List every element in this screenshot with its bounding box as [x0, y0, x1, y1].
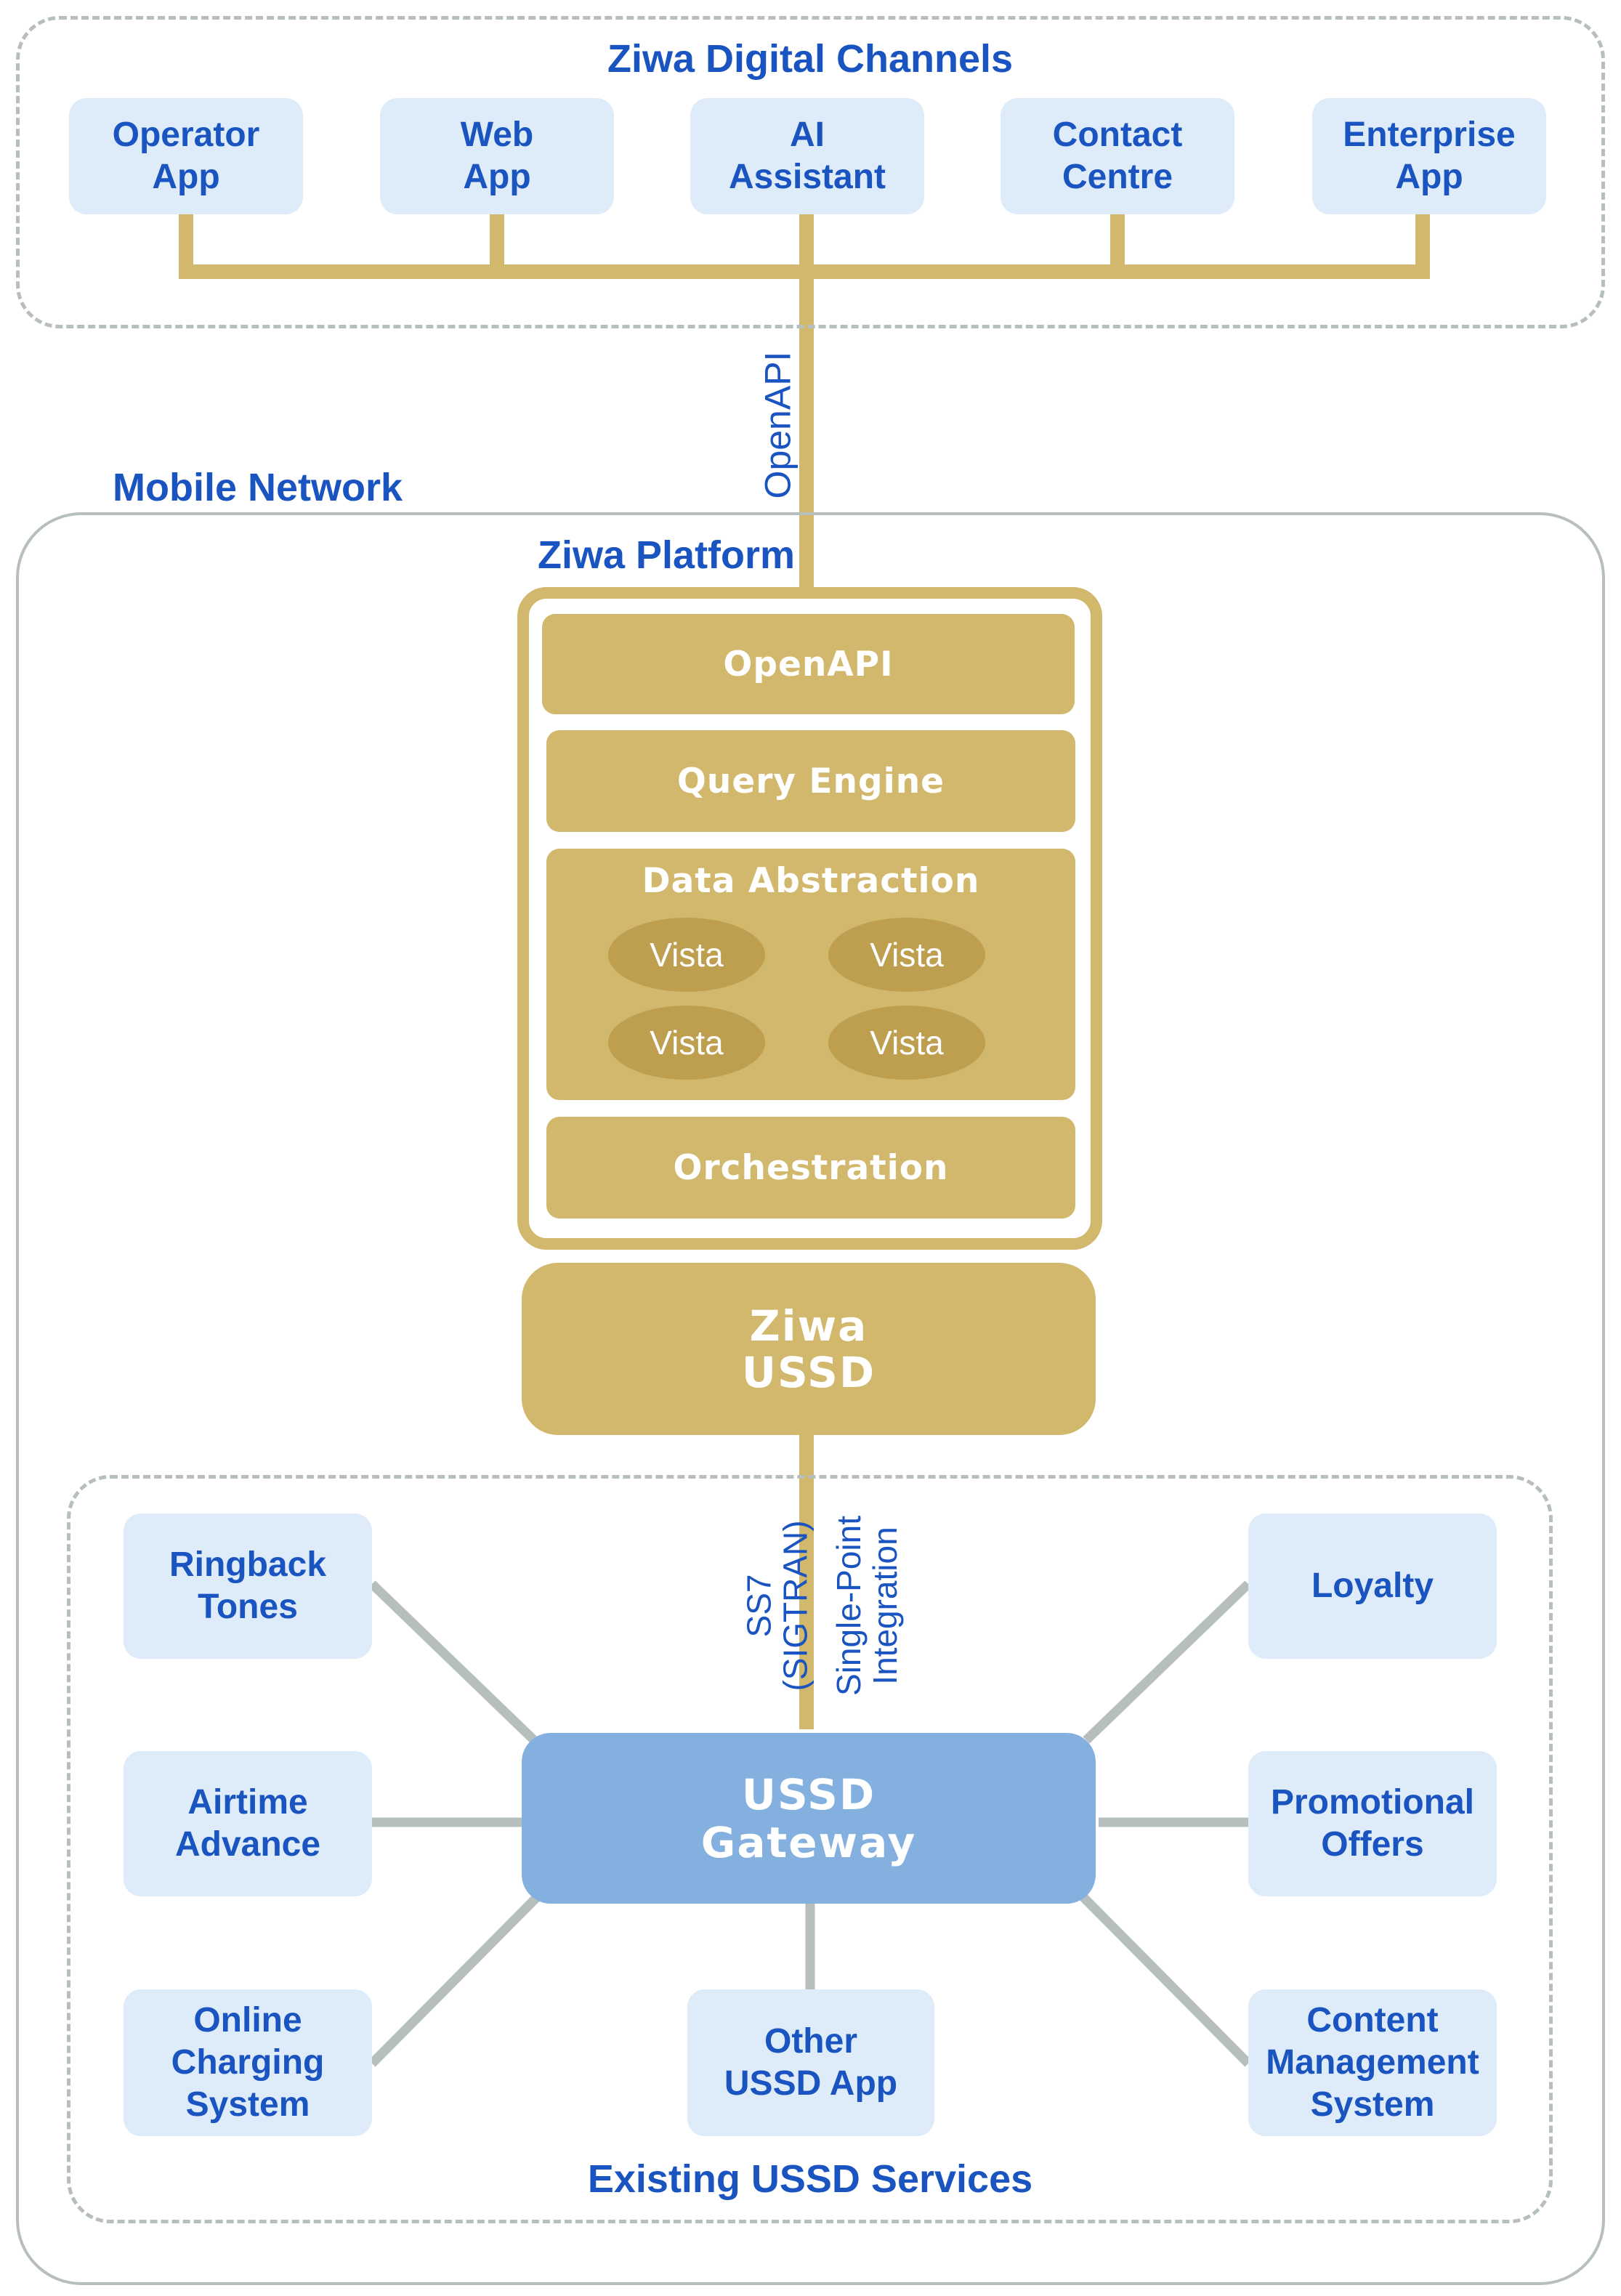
- service-airtime-advance: Airtime Advance: [124, 1751, 372, 1896]
- vista-node: Vista: [608, 1006, 765, 1080]
- digital-channels-title: Ziwa Digital Channels: [607, 37, 1014, 81]
- ziwa-platform-title: Ziwa Platform: [538, 533, 796, 577]
- service-loyalty: Loyalty: [1248, 1513, 1497, 1659]
- data-abstraction-title: Data Abstraction: [642, 861, 980, 901]
- existing-services-frame: [67, 1475, 1553, 2223]
- service-promotional-offers: Promotional Offers: [1248, 1751, 1497, 1896]
- channel-operator-app: Operator App: [69, 98, 303, 214]
- mobile-network-title: Mobile Network: [113, 466, 403, 509]
- ussd-gateway: USSD Gateway: [522, 1733, 1096, 1904]
- service-ringback-tones: Ringback Tones: [124, 1513, 372, 1659]
- mobile-network-frame: [16, 512, 1605, 2285]
- ziwa-ussd: Ziwa USSD: [522, 1263, 1096, 1435]
- query-engine-layer: Query Engine: [546, 730, 1075, 832]
- channel-web-app: Web App: [380, 98, 614, 214]
- existing-services-title: Existing USSD Services: [587, 2157, 1033, 2201]
- service-links: [368, 1580, 1252, 2067]
- vista-node: Vista: [828, 1006, 985, 1080]
- vista-node: Vista: [828, 918, 985, 992]
- vista-node: Vista: [608, 918, 765, 992]
- orchestration-layer: Orchestration: [546, 1117, 1075, 1218]
- service-online-charging-system: Online Charging System: [124, 1989, 372, 2136]
- openapi-link-label-wrap: OpenAPI: [698, 352, 857, 499]
- channel-enterprise-app: Enterprise App: [1312, 98, 1546, 214]
- single-point-label-wrap: Single-Point Integration: [754, 1516, 979, 1696]
- channel-ai-assistant: AI Assistant: [690, 98, 924, 214]
- digital-channels-frame: [16, 16, 1605, 328]
- single-point-label: Single-Point Integration: [829, 1515, 904, 1697]
- channel-contact-centre: Contact Centre: [1001, 98, 1234, 214]
- openapi-layer: OpenAPI: [542, 614, 1075, 714]
- channel-bus: [179, 211, 1430, 1729]
- openapi-link-label: OpenAPI: [757, 351, 798, 499]
- service-other-ussd-app: Other USSD App: [687, 1989, 934, 2136]
- service-content-management-system: Content Management System: [1248, 1989, 1497, 2136]
